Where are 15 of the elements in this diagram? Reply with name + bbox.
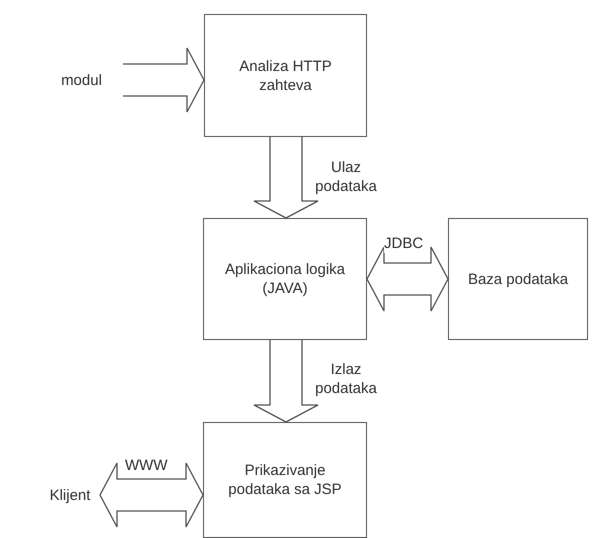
process-box [204,14,367,137]
box-label: Prikazivanje podataka sa JSP [227,461,343,499]
block-arrow [366,246,449,312]
endpoint-label: modul [61,70,102,90]
box-label: Baza podataka [468,270,568,288]
process-box [203,218,367,340]
box-label: Aplikaciona logika (JAVA) [224,260,346,298]
block-arrow [253,137,319,219]
block-arrow [123,47,205,113]
process-box [448,218,588,340]
process-box [203,422,367,538]
endpoint-label: Klijent [50,486,90,504]
block-arrow [99,462,204,528]
block-arrow [253,340,319,423]
box-label: Analiza HTTP zahteva [238,56,333,94]
